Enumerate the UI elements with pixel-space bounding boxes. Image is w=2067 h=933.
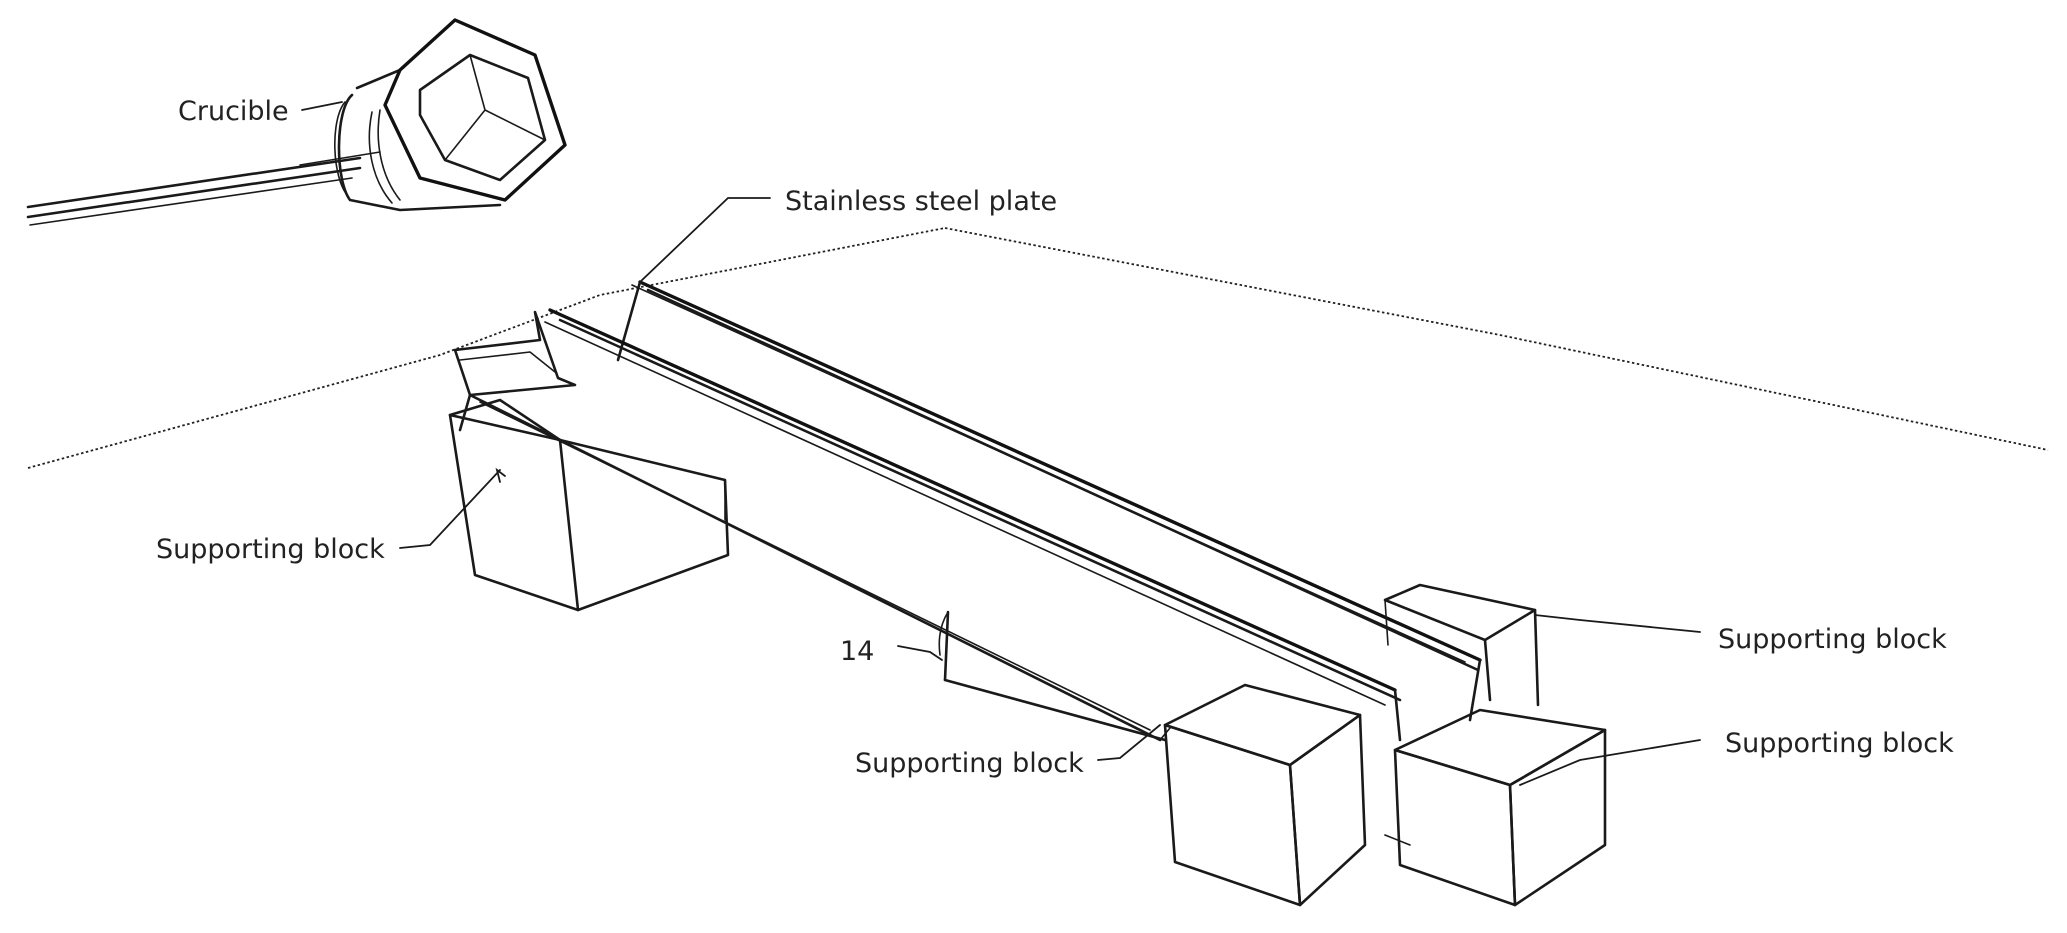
left-supporting-block-label: Supporting block [156, 534, 385, 565]
stainless-steel-plate-label: Stainless steel plate [785, 186, 1057, 217]
right-supporting-block-drawing [1384, 708, 1607, 907]
back-supporting-block-drawing [1383, 583, 1540, 707]
crucible-label: Crucible [178, 96, 289, 127]
front-supporting-block-label: Supporting block [855, 748, 1084, 779]
reference-plane-lines [27, 227, 2049, 469]
right-supporting-block-label: Supporting block [1725, 728, 1954, 759]
crucible-drawing [26, 18, 567, 226]
angle-indicator-drawing [938, 610, 1167, 742]
left-supporting-block-drawing [448, 398, 730, 612]
angle-value-label: 14 [840, 636, 874, 667]
back-supporting-block-label: Supporting block [1718, 624, 1947, 655]
front-supporting-block-drawing [1159, 683, 1367, 907]
stainless-steel-plate-drawing [453, 280, 1482, 742]
leader-lines [301, 101, 1701, 786]
